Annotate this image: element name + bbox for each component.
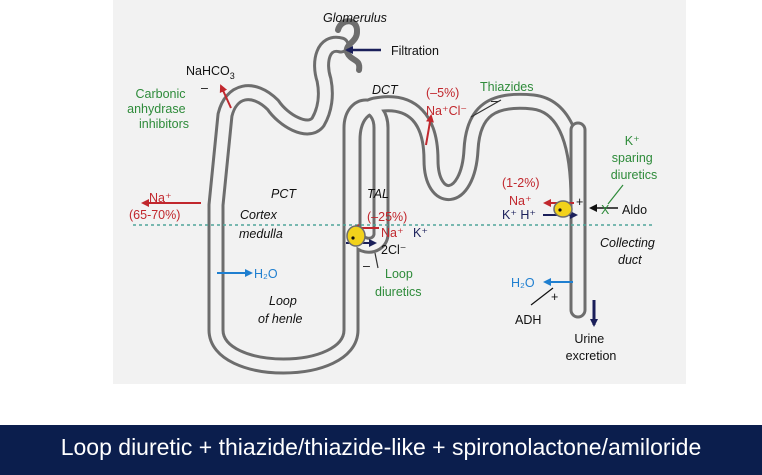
tal-label: TAL <box>367 187 389 201</box>
h2o-cd-label: H₂O <box>511 276 535 290</box>
thiazides-label: Thiazides <box>480 80 534 94</box>
nacl-arrow <box>425 114 434 146</box>
na-cd-label: Na⁺ <box>509 194 532 208</box>
caption-text: Loop diuretic + thiazide/thiazide-like +… <box>60 434 702 460</box>
nephron-tubule <box>207 18 587 375</box>
nacl-label: Na⁺Cl⁻ <box>426 104 467 118</box>
adh-arrow <box>530 287 554 306</box>
loop-diuretic-pointer <box>374 252 379 269</box>
pct-label: PCT <box>271 187 297 201</box>
nephron-diagram: Glomerulus Filtration NaHCO3 – Carbonic … <box>113 0 686 384</box>
loop-minus: – <box>363 259 370 273</box>
na-loop-label: Na⁺ <box>381 226 404 240</box>
k-loop-label: K⁺ <box>413 226 428 240</box>
cortex-label: Cortex <box>240 208 278 222</box>
pct-neg5-label: (–5%) <box>426 86 459 100</box>
nkcc-pump <box>346 225 366 247</box>
dct-label: DCT <box>372 83 399 97</box>
medulla-label: medulla <box>239 227 283 241</box>
aldo-label: Aldo <box>622 203 647 217</box>
collecting-duct-label: Collecting duct <box>600 236 658 267</box>
adh-label: ADH <box>515 313 541 327</box>
loop-diuretics-label: Loop diuretics <box>375 267 422 299</box>
carbonic-minus: – <box>201 81 208 95</box>
na-pct-label: Na⁺ <box>149 191 172 205</box>
plus-cd-label: + <box>576 195 583 209</box>
plus-adh-label: + <box>551 290 558 304</box>
thiazide-pointer <box>470 99 502 118</box>
nahco3-label: NaHCO3 <box>186 64 235 81</box>
h2o-loop-label: H₂O <box>254 267 278 281</box>
carbonic-anhydrase-inhibitors-label: Carbonic anhydrase inhibitors <box>127 87 189 131</box>
cl-loop-label: 2Cl⁻ <box>381 243 406 257</box>
pct-neg25-label: (–25%) <box>367 210 407 224</box>
caption-banner: Loop diuretic + thiazide/thiazide-like +… <box>0 425 762 475</box>
loop-of-henle-label: Loop of henle <box>258 294 303 326</box>
thiazide-minus: – <box>491 94 498 108</box>
k-h-label: K⁺ H⁺ <box>502 208 536 222</box>
urine-excretion-label: Urine excretion <box>566 332 617 363</box>
nahco3-arrow <box>219 84 232 109</box>
pct-1-2-label: (1-2%) <box>502 176 540 190</box>
glomerulus-label: Glomerulus <box>323 11 387 25</box>
ksparing-pointer <box>607 184 624 205</box>
enac-pump <box>553 200 573 218</box>
pct-65-70-label: (65-70%) <box>129 208 180 222</box>
k-sparing-diuretics-label: K⁺ sparing diuretics <box>611 134 658 182</box>
filtration-label: Filtration <box>391 44 439 58</box>
block-x-mark: X <box>601 203 610 217</box>
